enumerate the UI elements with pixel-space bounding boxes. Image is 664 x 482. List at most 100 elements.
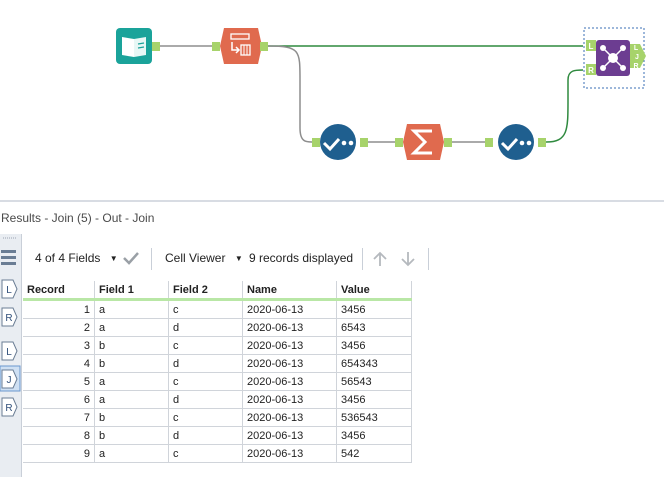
record-number: 7: [23, 408, 95, 427]
cell-field2[interactable]: c: [168, 408, 243, 427]
table-row[interactable]: 5 a c 2020-06-13 56543: [23, 372, 412, 391]
select-tool-1[interactable]: [312, 124, 368, 160]
record-number: 9: [23, 444, 95, 463]
cell-name[interactable]: 2020-06-13: [242, 318, 337, 337]
select-tool-2[interactable]: [485, 124, 546, 160]
arrow-down-icon[interactable]: [399, 250, 417, 268]
cell-value[interactable]: 6543: [336, 318, 412, 337]
cell-value[interactable]: 3456: [336, 390, 412, 409]
cell-field1[interactable]: b: [94, 426, 169, 445]
connection-select2-to-join-right[interactable]: [545, 69, 584, 143]
cell-field1[interactable]: b: [94, 354, 169, 373]
cell-field1[interactable]: a: [94, 318, 169, 337]
input-data-tool[interactable]: [116, 28, 160, 64]
anchor-r-label: R: [5, 313, 12, 324]
column-header-record[interactable]: Record: [23, 281, 95, 301]
join-right-anchor[interactable]: [586, 64, 596, 75]
table-row[interactable]: 4 b d 2020-06-13 654343: [23, 354, 412, 373]
cell-field1[interactable]: a: [94, 299, 169, 319]
output-r-button[interactable]: R: [1, 397, 18, 417]
summarize-tool[interactable]: [395, 124, 452, 160]
cell-value[interactable]: 542: [336, 444, 412, 463]
cell-name[interactable]: 2020-06-13: [242, 354, 337, 373]
join-out-j-label: J: [635, 54, 639, 61]
cell-value[interactable]: 3456: [336, 336, 412, 355]
cell-field2[interactable]: c: [168, 336, 243, 355]
records-displayed: 9 records displayed: [249, 251, 354, 265]
table-row[interactable]: 6 a d 2020-06-13 3456: [23, 390, 412, 409]
join-left-anchor[interactable]: [586, 40, 596, 51]
table-row[interactable]: 9 a c 2020-06-13 542: [23, 444, 412, 463]
fields-selector[interactable]: 4 of 4 Fields ▼: [35, 251, 118, 265]
cell-name[interactable]: 2020-06-13: [242, 426, 337, 445]
cell-field2[interactable]: d: [168, 390, 243, 409]
text-to-columns-icon: [230, 33, 251, 56]
connection-text-to-select[interactable]: [267, 45, 313, 143]
cell-field1[interactable]: a: [94, 444, 169, 463]
cell-name[interactable]: 2020-06-13: [242, 299, 337, 319]
dropdown-caret-icon: ▼: [234, 254, 243, 264]
cell-name[interactable]: 2020-06-13: [242, 390, 337, 409]
join-tool[interactable]: L R L J R: [583, 27, 646, 89]
cell-field2[interactable]: d: [168, 426, 243, 445]
table-row[interactable]: 7 b c 2020-06-13 536543: [23, 408, 412, 427]
output-anchor[interactable]: [152, 42, 160, 51]
anchor-l-label: L: [6, 285, 12, 296]
cell-field2[interactable]: d: [168, 354, 243, 373]
table-row[interactable]: 8 b d 2020-06-13 3456: [23, 426, 412, 445]
column-header-field1[interactable]: Field 1: [94, 281, 169, 301]
output-anchor[interactable]: [444, 138, 452, 147]
cell-viewer-label: Cell Viewer: [165, 251, 226, 265]
text-to-columns-tool[interactable]: [212, 28, 268, 64]
cell-viewer-selector[interactable]: Cell Viewer ▼: [165, 251, 243, 265]
checkmark-icon[interactable]: [122, 250, 140, 266]
record-number: 5: [23, 372, 95, 391]
record-number: 8: [23, 426, 95, 445]
output-l-label: L: [6, 347, 12, 358]
input-anchor[interactable]: [312, 138, 320, 147]
output-anchor[interactable]: [538, 138, 546, 147]
cell-field2[interactable]: c: [168, 299, 243, 319]
column-header-value[interactable]: Value: [336, 281, 412, 301]
cell-field1[interactable]: a: [94, 390, 169, 409]
cell-field2[interactable]: c: [168, 444, 243, 463]
output-l-button[interactable]: L: [1, 341, 18, 361]
pane-divider[interactable]: [0, 200, 664, 202]
cell-field2[interactable]: c: [168, 372, 243, 391]
input-anchor[interactable]: [485, 138, 493, 147]
dropdown-caret-icon: ▼: [109, 254, 118, 264]
join-output-anchors[interactable]: [630, 44, 646, 68]
output-anchor[interactable]: [360, 138, 368, 147]
column-header-name[interactable]: Name: [242, 281, 337, 301]
column-header-field2[interactable]: Field 2: [168, 281, 243, 301]
book-icon: [122, 37, 146, 57]
anchor-l-button[interactable]: L: [1, 279, 18, 299]
arrow-up-icon[interactable]: [371, 250, 389, 268]
cell-name[interactable]: 2020-06-13: [242, 372, 337, 391]
anchor-r-button[interactable]: R: [1, 307, 18, 327]
table-row[interactable]: 1 a c 2020-06-13 3456: [23, 299, 412, 319]
table-row[interactable]: 2 a d 2020-06-13 6543: [23, 318, 412, 337]
table-row[interactable]: 3 b c 2020-06-13 3456: [23, 336, 412, 355]
output-j-button[interactable]: J: [0, 365, 21, 392]
cell-value[interactable]: 3456: [336, 299, 412, 319]
record-number: 1: [23, 299, 95, 319]
cell-value[interactable]: 3456: [336, 426, 412, 445]
rows-icon[interactable]: [1, 250, 16, 265]
cell-field1[interactable]: b: [94, 336, 169, 355]
cell-field1[interactable]: b: [94, 408, 169, 427]
cell-value[interactable]: 536543: [336, 408, 412, 427]
cell-value[interactable]: 654343: [336, 354, 412, 373]
input-anchor[interactable]: [212, 42, 220, 51]
cell-value[interactable]: 56543: [336, 372, 412, 391]
cell-name[interactable]: 2020-06-13: [242, 336, 337, 355]
cell-name[interactable]: 2020-06-13: [242, 444, 337, 463]
output-anchor[interactable]: [260, 42, 268, 51]
input-anchor[interactable]: [395, 138, 403, 147]
workflow-canvas[interactable]: L R L J R: [0, 0, 664, 200]
cell-field1[interactable]: a: [94, 372, 169, 391]
cell-name[interactable]: 2020-06-13: [242, 408, 337, 427]
select-check-icon: [322, 137, 354, 152]
results-grid: Record Field 1 Field 2 Name Value 1 a c …: [23, 281, 412, 463]
cell-field2[interactable]: d: [168, 318, 243, 337]
